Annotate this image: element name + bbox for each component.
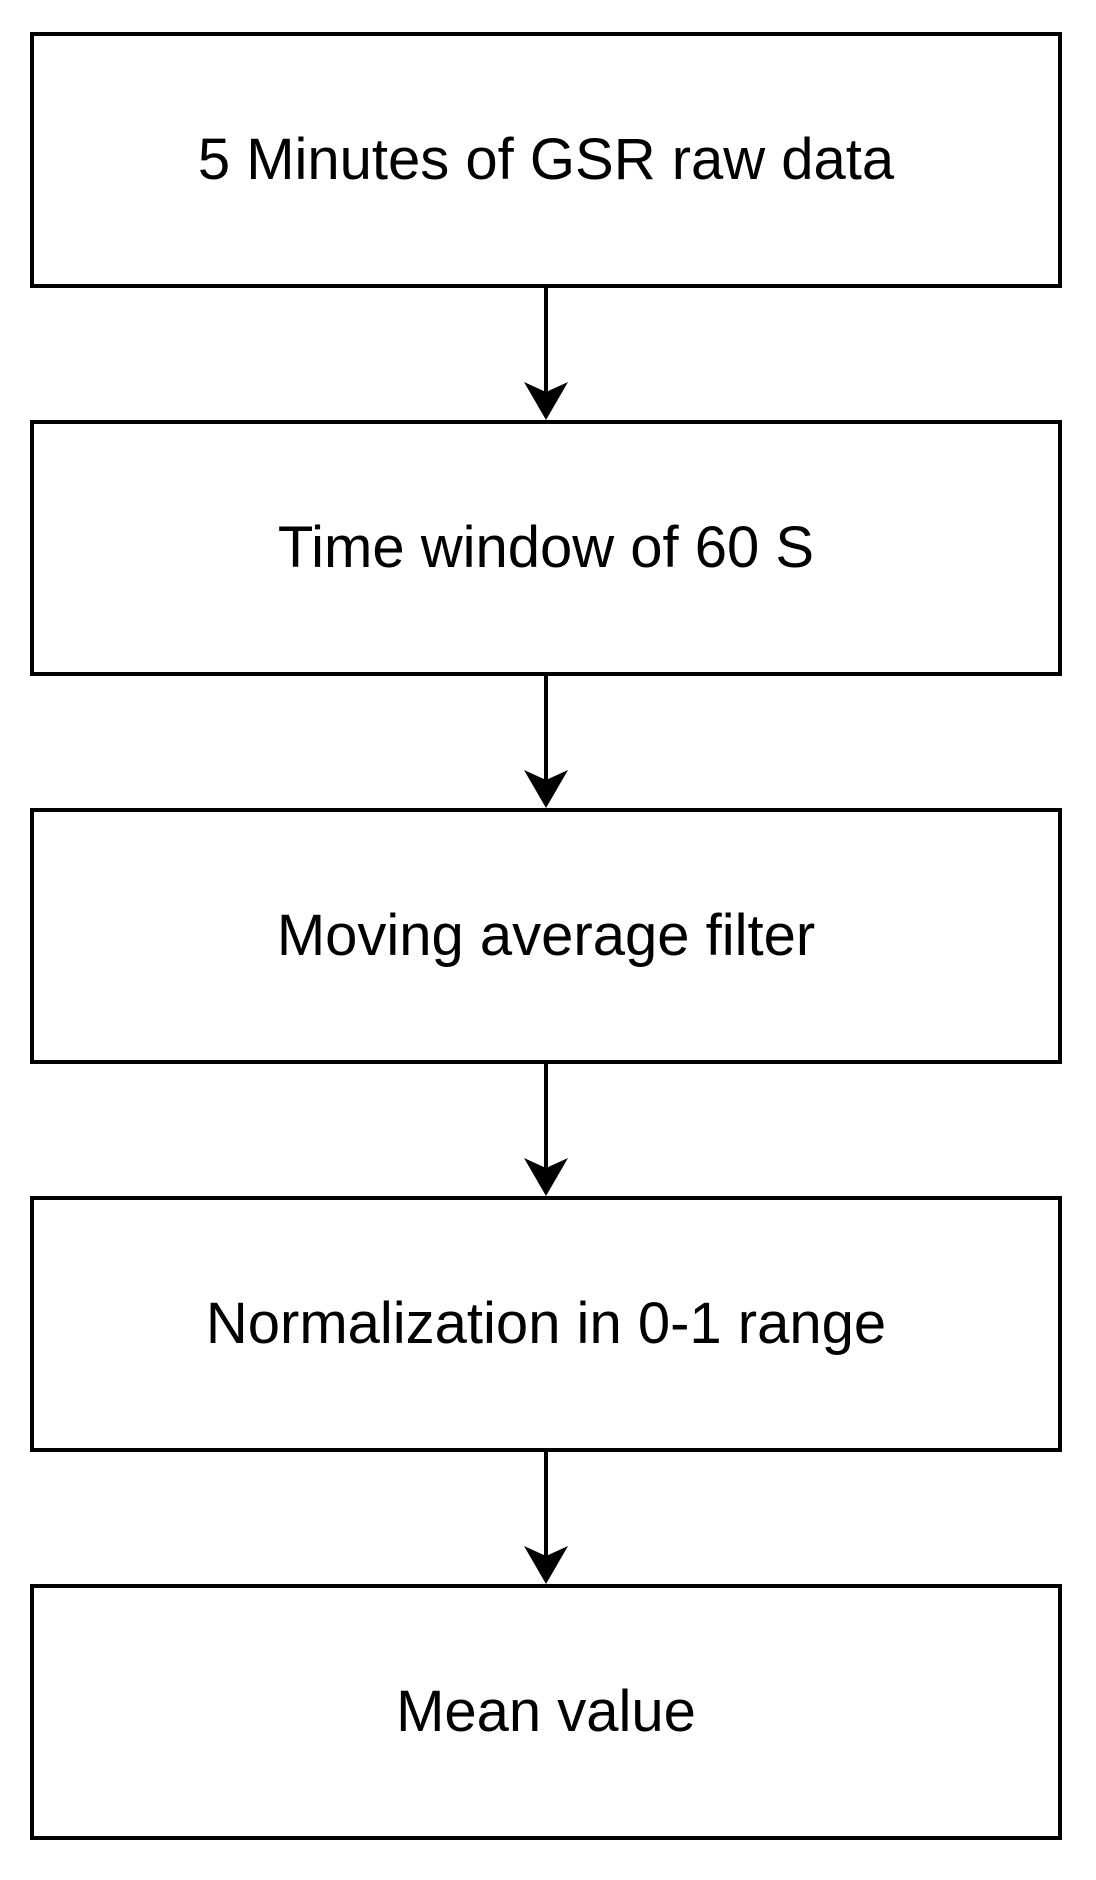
step-box-time-window: Time window of 60 S [30, 420, 1062, 676]
step-box-moving-average: Moving average filter [30, 808, 1062, 1064]
step-label: Normalization in 0-1 range [205, 1291, 887, 1356]
step-label: Time window of 60 S [277, 515, 815, 580]
step-box-normalization: Normalization in 0-1 range [30, 1196, 1062, 1452]
arrow-4-to-5 [524, 1452, 568, 1584]
step-label: Moving average filter [276, 903, 816, 968]
step-label: 5 Minutes of GSR raw data [197, 127, 895, 192]
arrow-2-to-3 [524, 676, 568, 808]
step-label: Mean value [396, 1679, 696, 1744]
step-box-raw-data: 5 Minutes of GSR raw data [30, 32, 1062, 288]
arrow-3-to-4 [524, 1064, 568, 1196]
step-box-mean-value: Mean value [30, 1584, 1062, 1840]
arrow-1-to-2 [524, 288, 568, 420]
